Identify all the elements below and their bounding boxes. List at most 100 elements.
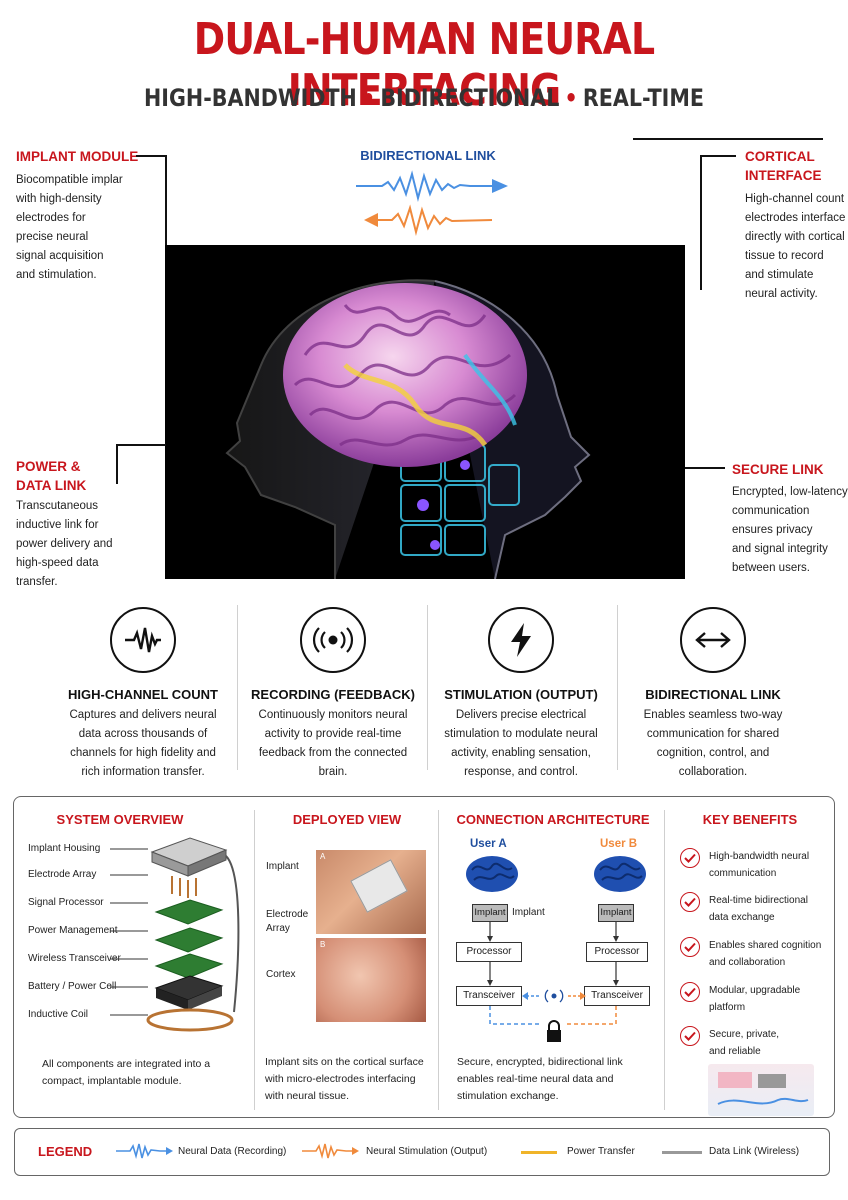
description-line: inductive link for (16, 519, 99, 531)
description-line: brain. (318, 766, 348, 778)
callout-leader-line (116, 444, 118, 484)
description-line: and signal integrity (732, 543, 828, 555)
description-line: stimulation to modulate neural (444, 728, 598, 740)
detail-panel (13, 796, 835, 1118)
component-label: Signal Processor (28, 897, 104, 908)
description-line: response, and control. (464, 766, 578, 778)
benefit-line: and collaboration (709, 957, 786, 968)
double-arrow-icon (680, 607, 746, 673)
feature-divider (237, 605, 238, 770)
benefit-line: communication (709, 868, 777, 879)
benefit-line: Secure, private, (709, 1029, 780, 1040)
secure-link-title: SECURE LINK (732, 462, 824, 477)
implant-module-description: Biocompatible implar with high-density e… (16, 171, 123, 285)
legend-title: LEGEND (38, 1144, 93, 1159)
processor-node-b: Processor (586, 942, 648, 962)
caption-line: stimulation exchange. (457, 1090, 559, 1102)
title-line: INTERFACE (745, 168, 822, 183)
description-line: collaboration. (678, 766, 748, 778)
callout-leader-line (685, 467, 725, 469)
cortical-interface-title: CORTICAL INTERFACE (745, 147, 822, 185)
implant-side-label: Implant (512, 907, 545, 918)
neural-stimulation-wave-icon (302, 1143, 359, 1159)
checkmark-icon (680, 892, 700, 912)
feature-description: Captures and delivers neural data across… (48, 706, 238, 782)
benefit-line: data exchange (709, 912, 775, 923)
benefit-text: High-bandwidth neural communication (709, 848, 834, 882)
implant-node-b: Implant (598, 904, 634, 922)
deployed-photo-a: A (316, 850, 426, 934)
legend-label: Neural Stimulation (Output) (366, 1146, 488, 1157)
bidirectional-link-label: BIDIRECTIONAL LINK (360, 148, 496, 163)
connection-flow-diagram (487, 922, 619, 1042)
caption-line: All components are integrated into a (42, 1058, 211, 1070)
deployed-view-heading: DEPLOYED VIEW (292, 812, 402, 827)
benefit-line: High-bandwidth neural (709, 851, 810, 862)
dual-brain-hero-image (165, 245, 685, 579)
description-line: electrodes for (16, 212, 86, 224)
caption-line: with neural tissue. (265, 1090, 350, 1102)
waveform-icon (110, 607, 176, 673)
component-label: Power Management (28, 925, 118, 936)
callout-leader-line (700, 155, 702, 290)
benefit-line: Real-time bidirectional (709, 895, 808, 906)
caption-line: with micro-electrodes interfacing (265, 1073, 416, 1085)
deployed-photo-b: B (316, 938, 426, 1022)
lightning-icon (488, 607, 554, 673)
checkmark-icon (680, 848, 700, 868)
benefits-thumbnail-image (708, 1064, 814, 1116)
feature-title: BIDIRECTIONAL LINK (645, 687, 781, 702)
description-line: channels for high fidelity and (70, 747, 216, 759)
system-overview-caption: All components are integrated into a com… (42, 1056, 210, 1090)
callout-leader-line (116, 444, 166, 446)
description-line: Enables seamless two-way (643, 709, 783, 721)
component-label: Wireless Transceiver (28, 953, 121, 964)
title-line: CORTICAL (745, 149, 815, 164)
user-a-label: User A (470, 838, 507, 850)
description-line: tissue to record (745, 250, 824, 262)
description-line: and stimulate (745, 269, 814, 281)
power-transfer-line-icon (521, 1151, 557, 1154)
checkmark-icon (680, 937, 700, 957)
caption-line: Secure, encrypted, bidirectional link (457, 1056, 623, 1068)
description-line: electrodes interface (745, 212, 846, 224)
feature-title: HIGH-CHANNEL COUNT (68, 687, 218, 702)
legend-label: Neural Data (Recording) (178, 1146, 287, 1157)
legend-box (14, 1128, 830, 1176)
description-line: cognition, control, and (656, 747, 770, 759)
transceiver-node-a: Transceiver (456, 986, 522, 1006)
benefit-line: Modular, upgradable (709, 985, 801, 996)
cortex-label: Cortex (266, 969, 296, 980)
bidirectional-waveform-icon (356, 170, 508, 236)
description-line: Encrypted, low-latency (732, 486, 848, 498)
panel-divider (438, 810, 439, 1110)
title-line: DATA LINK (16, 478, 87, 493)
description-line: between users. (732, 562, 810, 574)
label-line: Array (266, 923, 290, 934)
feature-description: Delivers precise electrical stimulation … (426, 706, 616, 782)
component-label: Electrode Array (28, 869, 97, 880)
description-line: Transcutaneous (16, 500, 99, 512)
deployed-view-caption: Implant sits on the cortical surface wit… (265, 1054, 424, 1105)
connection-architecture-caption: Secure, encrypted, bidirectional link en… (457, 1054, 623, 1105)
brain-icon (594, 856, 646, 892)
caption-line: compact, implantable module. (42, 1075, 182, 1087)
callout-leader-line (700, 155, 736, 157)
description-line: ensures privacy (732, 524, 813, 536)
subtitle-part: REAL-TIME (582, 84, 704, 112)
implant-exploded-view-icon (110, 837, 240, 1032)
description-line: data across thousands of (78, 728, 208, 740)
description-line: activity to provide real-time (264, 728, 402, 740)
cortical-interface-description: High-channel count electrodes interface … (745, 190, 845, 304)
caption-line: enables real-time neural data and (457, 1073, 614, 1085)
feature-stimulation: STIMULATION (OUTPUT) Delivers precise el… (426, 605, 616, 778)
neural-data-wave-icon (116, 1143, 173, 1159)
feature-title: STIMULATION (OUTPUT) (444, 687, 598, 702)
component-label: Implant Housing (28, 843, 101, 854)
description-line: with high-density (16, 193, 102, 205)
broadcast-icon (300, 607, 366, 673)
processor-node-a: Processor (456, 942, 522, 962)
description-line: high-speed data (16, 557, 99, 569)
description-line: and stimulation. (16, 269, 97, 281)
subtitle-part: HIGH-BANDWIDTH (144, 84, 357, 112)
